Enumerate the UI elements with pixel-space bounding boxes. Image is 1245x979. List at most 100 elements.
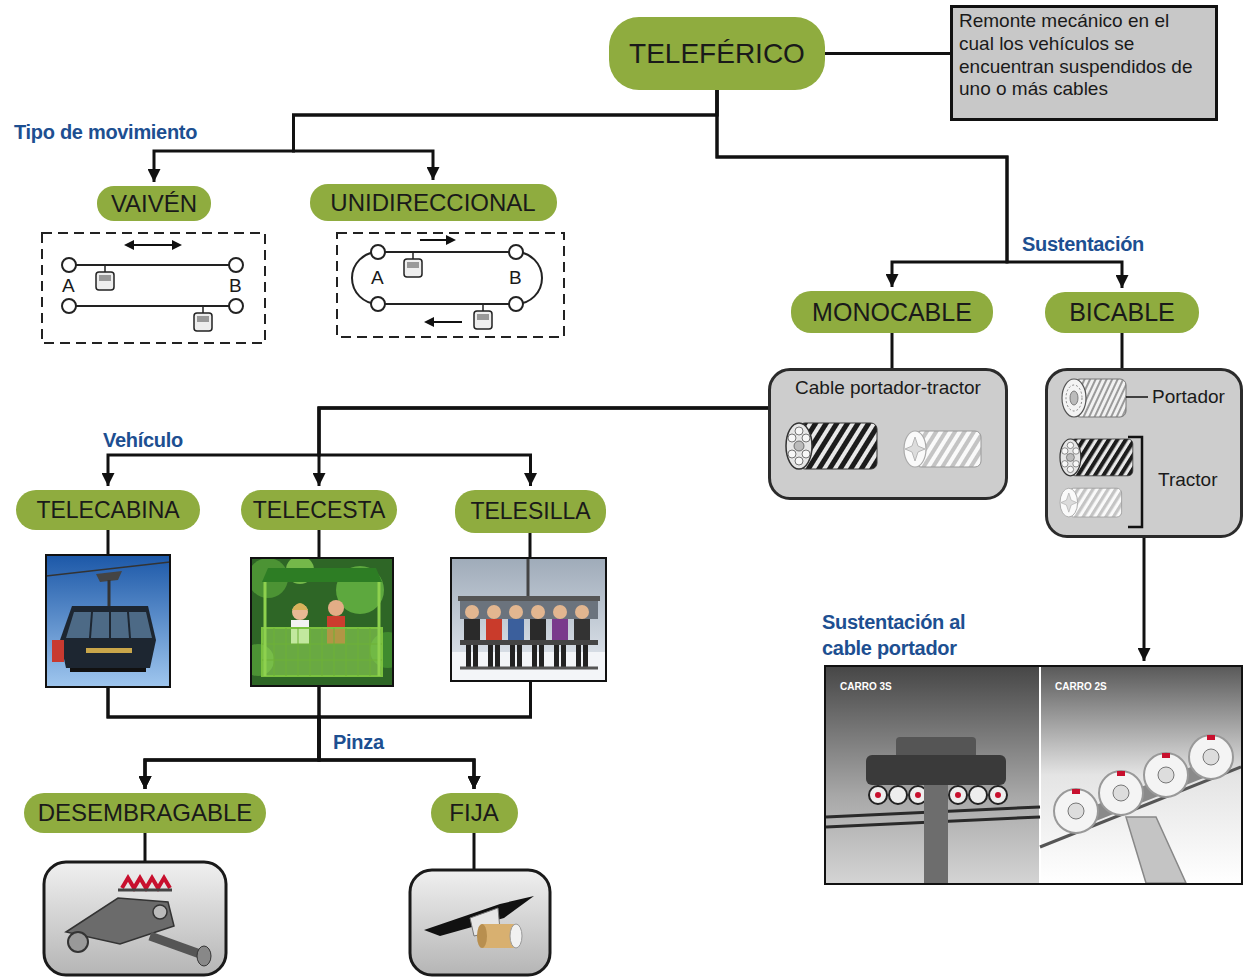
unidirectional-scheme [378, 251, 516, 253]
telecesta-photo [346, 628, 347, 676]
carriage-photos [995, 792, 1001, 798]
unidirectional-scheme [352, 252, 378, 304]
carriage-photos [1203, 749, 1219, 765]
monocable-cable-art [788, 450, 796, 458]
unidirectional-scheme [371, 297, 385, 311]
carriage-photos [1207, 735, 1215, 740]
telecesta-photo [310, 628, 311, 676]
carriage-photos [826, 667, 1040, 883]
carriage-photos [1113, 785, 1129, 801]
telesilla-photo [473, 645, 478, 667]
branch-heading: Pinza [333, 731, 384, 753]
bicable-cable-art [1062, 379, 1126, 417]
vehicle-links [473, 831, 476, 870]
monocable-cable-art [795, 427, 803, 435]
station-letter: B [509, 268, 522, 287]
photo-caption: CARRO 2S [1055, 681, 1107, 693]
pill-title: BICABLE [1069, 298, 1175, 327]
telesilla-photo [531, 605, 545, 619]
connector-line [145, 686, 319, 789]
pill-title: TELECABINA [16, 490, 200, 530]
telecesta-photo [298, 628, 299, 676]
branch-heading: Sustentación [1022, 232, 1144, 256]
telecesta-photo [292, 603, 308, 610]
monocable-cable-art [795, 457, 803, 465]
telecabina-photo [52, 640, 64, 662]
telesilla-photo [510, 645, 515, 667]
telecabina-photo [86, 648, 132, 653]
monocable-cable-art [786, 423, 877, 469]
telesilla-photo [451, 558, 606, 681]
vaiven-scheme [62, 299, 76, 313]
pill-title: DESEMBRAGABLE [38, 799, 253, 827]
bicable-cable-art [1060, 439, 1133, 476]
detachable-grip-icon [153, 905, 167, 919]
station-letter: B [229, 276, 242, 295]
vaiven-scheme [42, 233, 265, 343]
carriage-photos [924, 785, 948, 883]
telecesta-photo [286, 628, 287, 676]
monocable-cable-art [904, 431, 981, 467]
bicable-cable-art [1067, 442, 1073, 448]
fixed-grip-icon [477, 924, 487, 948]
monocable-cable-art [786, 423, 812, 469]
telecesta-photo [262, 568, 382, 582]
telesilla-photo [464, 605, 590, 643]
pill-title: FIJA [449, 799, 498, 827]
telecabina-photo [66, 612, 152, 638]
monocable-cable-art [802, 434, 810, 442]
bicable-cable-art [1062, 448, 1068, 454]
telesilla-photo [552, 619, 568, 643]
bicable-cable-art [1062, 379, 1086, 417]
telecabina-photo [46, 555, 170, 687]
unidirectional-scheme [371, 245, 385, 259]
bicable-cable-art [1073, 448, 1079, 454]
telecesta-photo [251, 558, 393, 686]
carriage-photos [889, 786, 907, 804]
telesilla-photo [466, 645, 588, 667]
telecesta-photo [358, 628, 359, 676]
vehicle-links [318, 528, 321, 558]
vehicle-links [144, 831, 147, 862]
telecesta-photo [292, 604, 308, 620]
connector-line [1143, 538, 1146, 661]
telesilla-photo [517, 645, 522, 667]
category-pill: UNIDIRECCIONAL [310, 184, 557, 221]
connector-line [108, 408, 768, 486]
carriage-photos [1144, 753, 1188, 797]
pill-title: MONOCABLE [812, 298, 972, 327]
carriage-photos [1158, 767, 1174, 783]
telesilla-photo [451, 558, 606, 681]
monocable-cable-art [802, 450, 810, 458]
carriage-photos [866, 755, 1006, 785]
fixed-grip-icon [510, 924, 522, 948]
carriage-photos [969, 786, 987, 804]
pill-title: VAIVÉN [111, 190, 197, 218]
unidirectional-scheme [509, 297, 523, 311]
carriage-photos [1068, 749, 1219, 819]
telesilla-photo [451, 558, 606, 681]
telecesta-photo [262, 628, 382, 676]
vaiven-scheme [124, 240, 134, 250]
vaiven-scheme [172, 240, 182, 250]
telecesta-photo [378, 582, 381, 676]
telesilla-photo [465, 605, 479, 619]
monocable-cable-art [904, 431, 926, 467]
cable-part-name: Portador [1152, 385, 1225, 409]
connector-line [319, 408, 768, 486]
cable-part-name: Tractor [1158, 468, 1217, 492]
telesilla-photo [487, 605, 501, 619]
telecabina-photo [108, 580, 111, 606]
telecesta-photo [370, 628, 371, 676]
bicable-cable-art [1066, 453, 1074, 461]
detachable-grip-icon [150, 936, 200, 954]
unidirectional-scheme [446, 235, 456, 245]
telesilla-photo [466, 645, 471, 667]
connector-line [319, 681, 531, 789]
telesilla-photo [576, 645, 581, 667]
connector-line [108, 687, 319, 789]
detachable-grip-icon [122, 878, 170, 888]
category-pill: BICABLE [1045, 292, 1199, 333]
connector-line [319, 686, 474, 789]
